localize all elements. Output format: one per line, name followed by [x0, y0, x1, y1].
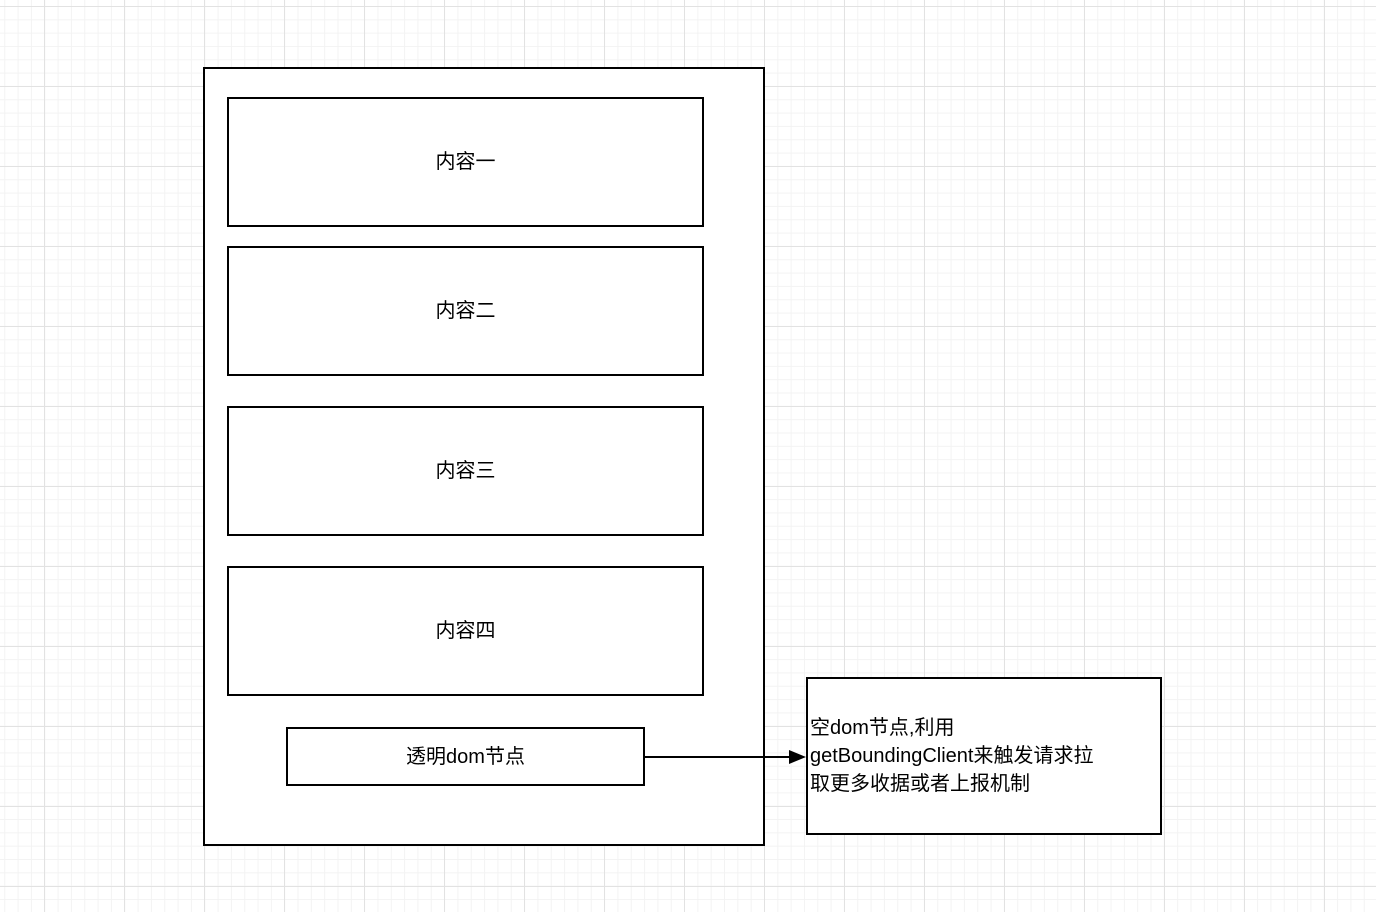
content-box-3-label: 内容三: [435, 460, 496, 482]
annotation-line: 空dom节点,利用: [810, 717, 955, 739]
connector-arrow[interactable]: [645, 745, 807, 769]
content-box-4-label: 内容四: [435, 620, 496, 642]
transparent-dom-node-box[interactable]: 透明dom节点: [286, 727, 645, 786]
content-box-4[interactable]: 内容四: [227, 566, 704, 696]
transparent-dom-node-label: 透明dom节点: [406, 745, 525, 768]
content-box-2[interactable]: 内容二: [227, 246, 704, 376]
annotation-line: getBoundingClient来触发请求拉: [810, 745, 1094, 767]
content-box-1[interactable]: 内容一: [227, 97, 704, 227]
annotation-line: 取更多收据或者上报机制: [810, 773, 1030, 795]
content-box-1-label: 内容一: [435, 151, 496, 173]
arrowhead-icon: [789, 750, 806, 764]
content-box-3[interactable]: 内容三: [227, 406, 704, 536]
annotation-box[interactable]: 空dom节点,利用 getBoundingClient来触发请求拉 取更多收据或…: [806, 677, 1162, 835]
content-box-2-label: 内容二: [435, 300, 496, 322]
